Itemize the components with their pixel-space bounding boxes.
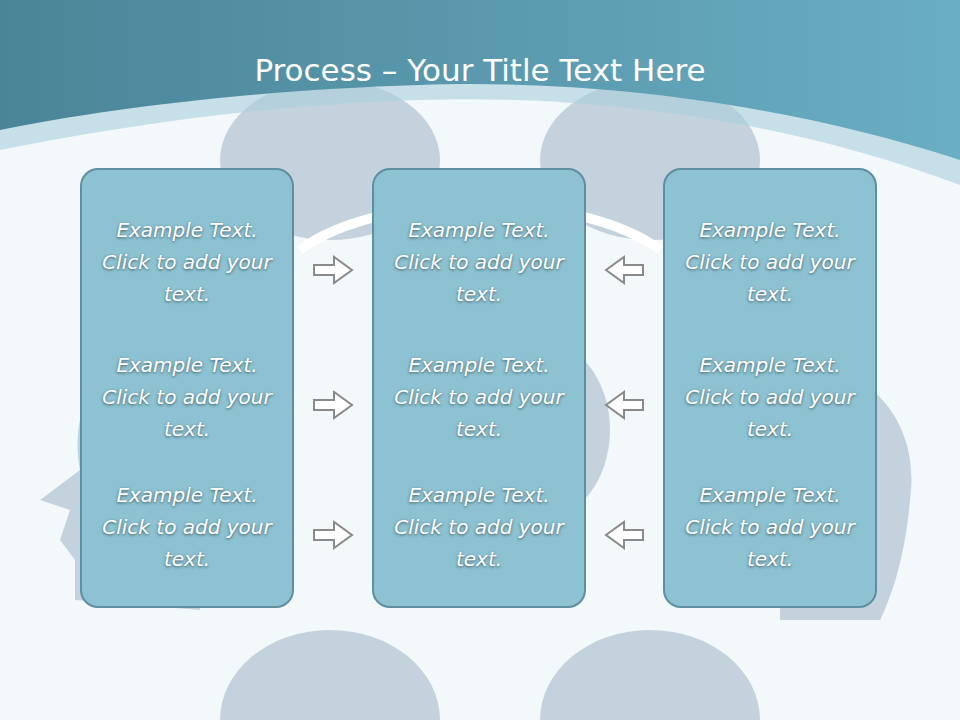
box-text: Example Text. Click to add your text. [82,214,292,310]
process-box: Example Text. Click to add your text. Exa… [80,168,294,608]
box-text: Example Text. Click to add your text. [82,479,292,575]
block-arrow [314,257,352,283]
title-band [0,0,960,160]
head-silhouettes [40,80,912,720]
slide-title: Process – Your Title Text Here [0,52,960,88]
box-text: Example Text. Click to add your text. [665,214,875,310]
box-text: Example Text. Click to add your text. [374,349,584,445]
box-text: Example Text. Click to add your text. [374,214,584,310]
box-text: Example Text. Click to add your text. [665,479,875,575]
process-box: Example Text. Click to add your text. Exa… [372,168,586,608]
block-arrow [606,257,643,283]
block-arrow [314,392,352,418]
block-arrow [314,522,352,548]
block-arrow [606,392,643,418]
light-band [0,0,960,185]
box-text: Example Text. Click to add your text. [665,349,875,445]
process-box: Example Text. Click to add your text. Exa… [663,168,877,608]
block-arrow [606,522,643,548]
box-text: Example Text. Click to add your text. [82,349,292,445]
box-text: Example Text. Click to add your text. [374,479,584,575]
